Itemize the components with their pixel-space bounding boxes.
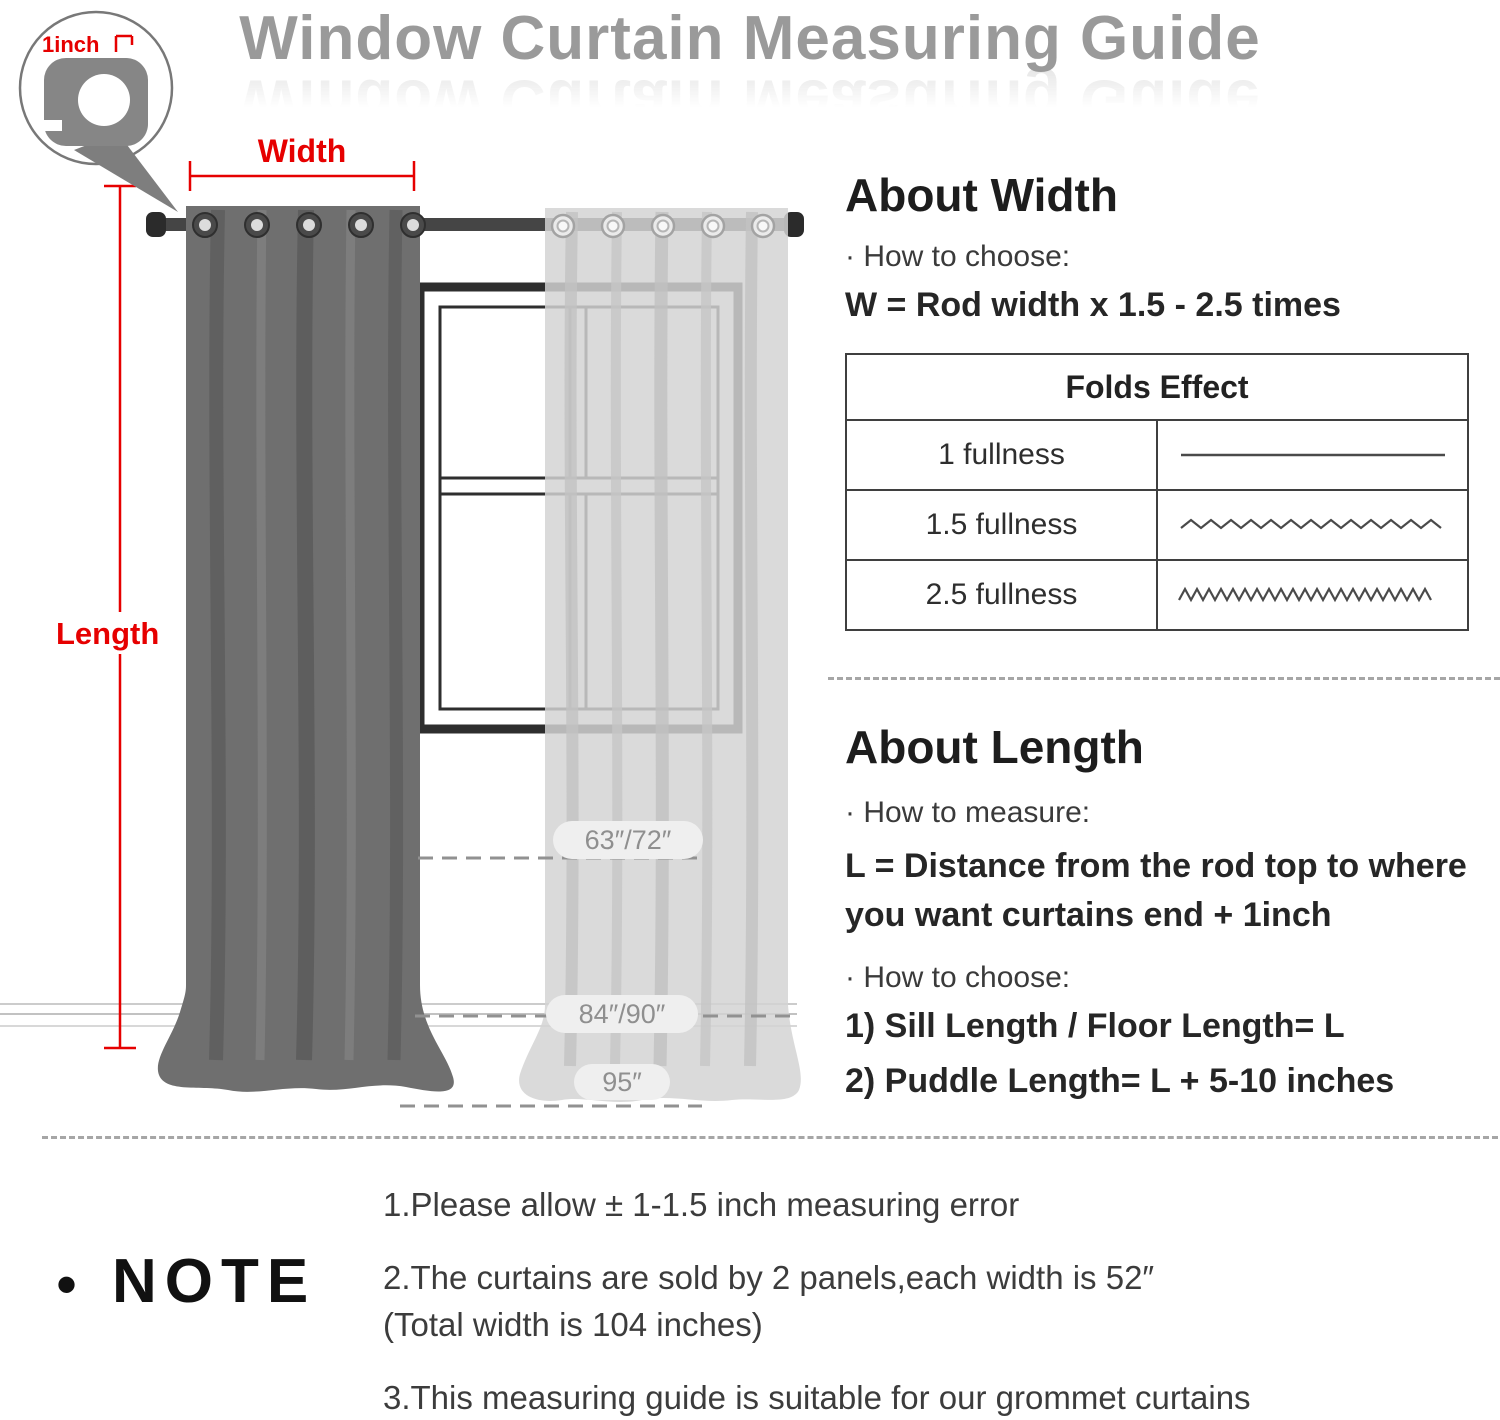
note-label: NOTE [112,1247,317,1316]
about-length-heading: About Length [845,721,1144,773]
fullness-line-dense-zigzag [1156,559,1469,631]
note-separator [42,1136,1498,1139]
section-separator [828,677,1500,680]
note-item: 3.This measuring guide is suitable for o… [383,1378,1251,1416]
width-measure: Width [188,133,416,191]
length-label: Length [56,616,159,651]
length-marker-label: 95″ [602,1067,642,1097]
length-formula: L = Distance from the rod top to where y… [845,847,1467,935]
fullness-line-straight [1156,419,1469,491]
folds-table-header: Folds Effect [845,353,1469,421]
width-label: Width [258,133,347,169]
about-length-section: About Length · How to measure: L = Dista… [845,720,1485,1117]
about-length-how-to-measure: · How to measure: [845,796,1091,829]
note-bullet: • [56,1251,78,1318]
tape-measure-icon: 1inch [18,10,178,212]
length-marker-63-72: 63″/72″ [418,821,703,860]
folds-table-header-row: Folds Effect [845,353,1469,421]
about-width-how-to-choose: · How to choose: [845,240,1071,273]
length-measure: Length [50,184,166,1050]
about-width-section: About Width · How to choose: W = Rod wid… [845,168,1493,631]
fullness-line-wavy [1156,489,1469,561]
sheer-curtain [519,208,801,1102]
tape-measure-label: 1inch [42,32,99,57]
note-items: 1.Please allow ± 1-1.5 inch measuring er… [383,1182,1498,1420]
about-length-how-to-choose: · How to choose: [845,960,1071,994]
dark-curtain [157,206,454,1092]
wavy-line-icon [1179,518,1442,530]
dense-zigzag-line-icon [1177,586,1432,603]
length-option-puddle: 2) Puddle Length= L + 5-10 inches [845,1061,1395,1100]
table-row: 2.5 fullness [845,559,1469,631]
straight-line-icon [1180,453,1445,457]
length-marker-84-90: 84″/90″ [415,995,795,1033]
curtain-diagram: Length [0,10,804,1108]
dark-grommets [192,212,426,238]
length-marker-label: 84″/90″ [579,999,666,1029]
table-row: 1 fullness [845,419,1469,491]
note-item: 2.The curtains are sold by 2 panels,each… [383,1258,1155,1343]
length-option-sill-floor: 1) Sill Length / Floor Length= L [845,1006,1345,1045]
fullness-label: 2.5 fullness [845,559,1158,631]
note-item: 1.Please allow ± 1-1.5 inch measuring er… [383,1186,1020,1223]
folds-effect-table: Folds Effect 1 fullness 1.5 fullness [845,353,1469,631]
length-marker-label: 63″/72″ [585,825,672,855]
table-row: 1.5 fullness [845,489,1469,561]
about-width-heading: About Width [845,169,1118,221]
fullness-label: 1.5 fullness [845,489,1158,561]
width-formula: W = Rod width x 1.5 - 2.5 times [845,286,1341,324]
page-title: Window Curtain Measuring Guide [239,4,1261,73]
length-marker-95: 95″ [400,1064,702,1108]
sheer-grommets [550,213,776,239]
fullness-label: 1 fullness [845,419,1158,491]
